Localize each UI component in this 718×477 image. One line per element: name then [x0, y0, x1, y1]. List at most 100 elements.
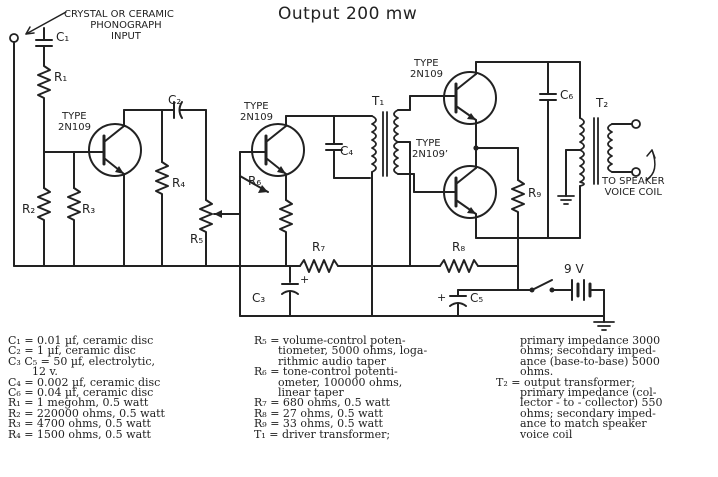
speaker-pointer-arrowhead — [646, 149, 656, 159]
label-c3: C₃ — [252, 291, 266, 305]
label-q1: TYPE 2N109 — [58, 111, 91, 133]
ground-main — [593, 321, 615, 331]
label-q3: TYPE 2N109 — [410, 58, 443, 80]
c3-plus-sign: + — [300, 273, 309, 286]
part-c3-c5: C₃ C₅ = 50 µf, electrolytic, — [8, 354, 156, 368]
part-t1: T₁ = driver transformer; — [254, 427, 391, 441]
capacitor-c4 — [325, 143, 371, 179]
part-r5-cont2: rithmic audio taper — [278, 354, 386, 368]
part-r3: R₃ = 4700 ohms, 0.5 watt — [8, 417, 151, 431]
part-t1-cont4: ohms. — [520, 365, 554, 379]
part-t1-cont1: primary impedance 3000 — [520, 334, 661, 347]
transformer-t2 — [579, 117, 613, 187]
label-q4-part: 2N109’ — [412, 149, 449, 160]
label-r1: R₁ — [54, 70, 68, 84]
r6-wiper-arrow — [258, 185, 268, 193]
label-c1: C₁ — [56, 30, 70, 44]
resistor-r3 — [67, 187, 81, 267]
ground-t2 — [557, 195, 575, 205]
part-r4: R₄ = 1500 ohms, 0.5 watt — [8, 427, 151, 441]
label-r5: R₅ — [190, 232, 204, 246]
input-label-line2: PHONOGRAPH — [90, 20, 162, 31]
input-pointer-arrowhead — [25, 26, 35, 35]
part-c4: C₄ = 0.002 µf, ceramic disc — [8, 375, 161, 389]
speaker-terminal-1 — [631, 119, 641, 129]
part-r7: R₇ = 680 ohms, 0.5 watt — [254, 396, 390, 410]
label-q3-part: 2N109 — [410, 69, 443, 80]
part-r2: R₂ = 220000 ohms, 0.5 watt — [8, 406, 165, 420]
label-battery: 9 V — [564, 262, 584, 276]
capacitor-c2 — [161, 101, 207, 119]
speaker-label-line2: VOICE COIL — [604, 187, 662, 198]
capacitor-c3 — [281, 283, 299, 317]
speaker-label: TO SPEAKER VOICE COIL — [602, 176, 665, 198]
resistor-r2 — [37, 187, 51, 267]
resistor-r6 — [279, 199, 293, 267]
input-label-line1: CRYSTAL OR CERAMIC — [64, 9, 174, 20]
input-terminal — [9, 33, 19, 267]
part-c3-c5-cont: 12 v. — [32, 365, 58, 379]
parts-list-col3: primary impedance 3000 ohms; secondary i… — [496, 334, 663, 440]
label-r4: R₄ — [172, 176, 186, 190]
parts-list-col2: R₅ = volume-control poten- tiometer, 500… — [254, 335, 428, 441]
label-r8: R₈ — [452, 240, 466, 254]
part-t2-cont3: ohms; secondary imped- — [520, 406, 656, 420]
r5-wiper-arrow — [214, 210, 222, 218]
resistor-r9 — [511, 179, 525, 291]
part-r9: R₉ = 33 ohms, 0.5 watt — [254, 417, 383, 431]
part-t1-cont2: ohms; secondary imped- — [520, 344, 656, 358]
input-label-line3: INPUT — [111, 31, 141, 42]
label-q2-part: 2N109 — [240, 112, 273, 123]
label-q4: TYPE 2N109’ — [412, 138, 448, 160]
part-r5-cont1: tiometer, 5000 ohms, loga- — [278, 344, 428, 358]
label-r9: R₉ — [528, 186, 542, 200]
resistor-r5 — [199, 199, 213, 267]
part-t2-cont2: lector - to - collector) 550 — [520, 396, 663, 410]
label-q3-type: TYPE — [414, 58, 439, 69]
resistor-r8 — [439, 259, 479, 273]
parts-list-col1: C₁ = 0.01 µf, ceramic disc C₂ = 1 µf, ce… — [8, 334, 165, 441]
part-t2-cont1: primary impedance (col- — [520, 386, 657, 400]
resistor-r7 — [299, 259, 339, 273]
label-q4-type: TYPE — [416, 138, 441, 149]
part-r6-cont2: linear taper — [278, 386, 344, 400]
transistor-q1 — [43, 109, 142, 267]
part-t2: T₂ = output transformer; — [496, 375, 635, 389]
transistor-q2 — [251, 115, 305, 201]
power-switch — [529, 279, 555, 293]
part-r1: R₁ = 1 megohm, 0.5 watt — [8, 396, 149, 410]
label-c2: C₂ — [168, 93, 182, 107]
c5-plus-sign: + — [437, 291, 446, 304]
part-c6: C₆ = 0.04 µf, ceramic disc — [8, 386, 154, 400]
capacitor-c1 — [35, 27, 53, 59]
label-c5: C₅ — [470, 291, 484, 305]
battery-9v — [571, 279, 592, 301]
part-t1-cont3: ance (base-to-base) 5000 — [520, 354, 660, 368]
transistor-q3 — [443, 61, 497, 149]
label-r3: R₃ — [82, 202, 96, 216]
label-q1-part: 2N109 — [58, 122, 91, 133]
label-t2: T₂ — [596, 96, 609, 110]
part-t2-cont4: ance to match speaker — [520, 417, 647, 431]
label-q2: TYPE 2N109 — [240, 101, 273, 123]
capacitor-c5 — [449, 289, 467, 317]
label-r6: R₆ — [248, 174, 262, 188]
transistor-q4 — [443, 147, 497, 239]
resistor-r4 — [155, 161, 169, 267]
part-r8: R₈ = 27 ohms, 0.5 watt — [254, 406, 383, 420]
speaker-terminal-2 — [631, 167, 641, 177]
part-c2: C₂ = 1 µf, ceramic disc — [8, 344, 136, 358]
label-c6: C₆ — [560, 88, 574, 102]
transformer-t1 — [371, 109, 399, 177]
input-label: CRYSTAL OR CERAMIC PHONOGRAPH INPUT — [64, 9, 174, 42]
resistor-r1 — [37, 57, 51, 105]
label-r7: R₇ — [312, 240, 326, 254]
label-q1-type: TYPE — [62, 111, 87, 122]
label-c4: C₄ — [340, 144, 354, 158]
part-r6: R₆ = tone-control potenti- — [254, 365, 398, 379]
label-t1: T₁ — [372, 94, 385, 108]
speaker-label-line1: TO SPEAKER — [602, 176, 665, 187]
part-c1: C₁ = 0.01 µf, ceramic disc — [8, 334, 154, 347]
part-r6-cont1: ometer, 100000 ohms, — [278, 375, 403, 389]
